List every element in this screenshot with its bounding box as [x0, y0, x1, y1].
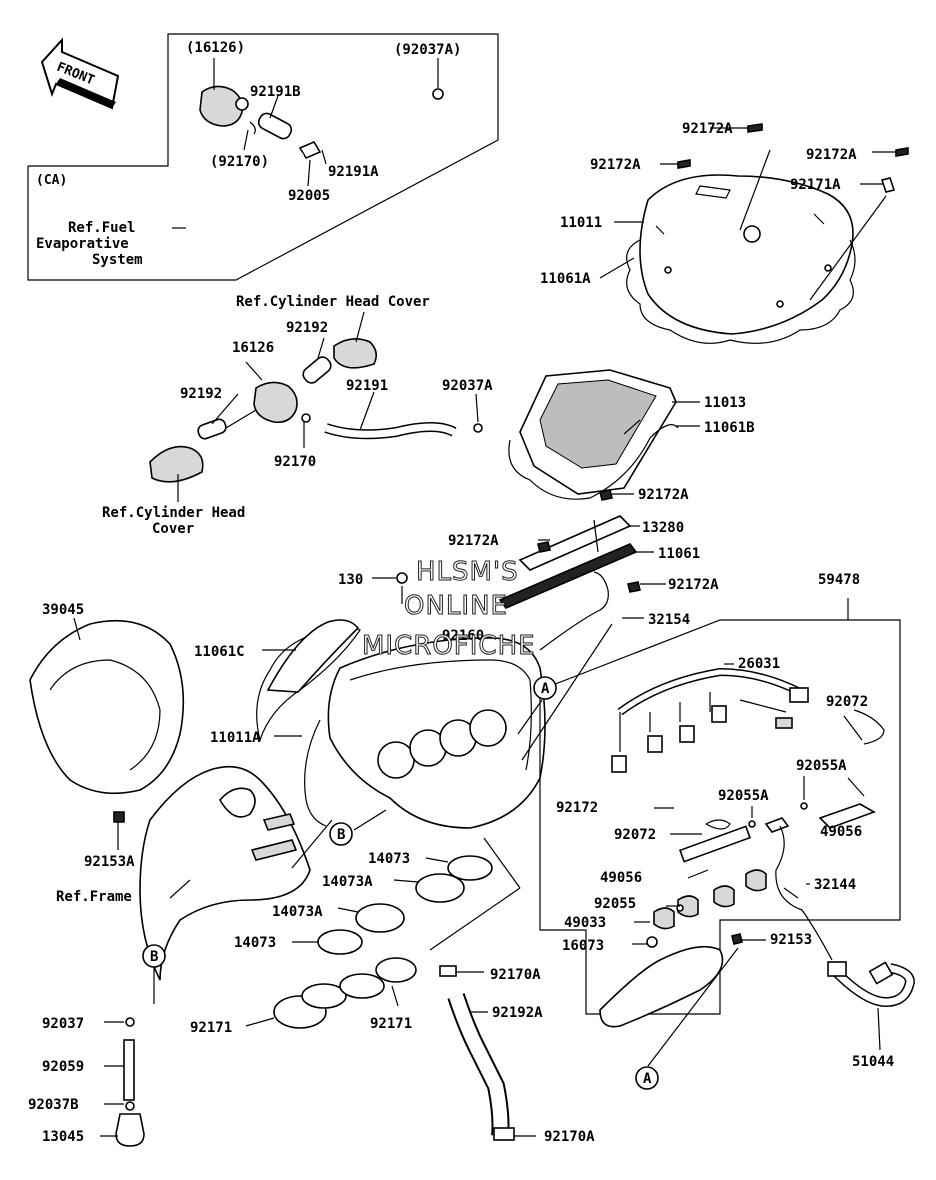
- part-label: 32154: [648, 612, 690, 628]
- screws-top: [599, 123, 909, 301]
- part-label: 32144: [814, 877, 856, 893]
- part-label: 92153: [770, 932, 812, 948]
- ref-fuel-evap-line3: System: [92, 252, 143, 268]
- part-label: 92170A: [490, 967, 541, 983]
- part-label: 92055: [594, 896, 636, 912]
- part-label: 11011: [560, 215, 602, 231]
- callout-a2: A: [635, 1066, 659, 1090]
- part-label: 92170A: [544, 1129, 595, 1145]
- ref-cylinder-head-line1: Ref.Cylinder Head: [102, 505, 245, 521]
- callout-b2-text: B: [150, 949, 158, 965]
- part-label: 130: [338, 572, 363, 588]
- reed-valve-assembly: [149, 311, 483, 502]
- part-label: 92171: [370, 1016, 412, 1032]
- part-label: 92172A: [448, 533, 499, 549]
- callout-b2: B: [142, 944, 166, 968]
- part-label: 92160: [442, 628, 484, 644]
- part-label: 49056: [820, 824, 862, 840]
- part-label: 92192: [286, 320, 328, 336]
- part-label: 92037: [42, 1016, 84, 1032]
- part-label: 92172A: [638, 487, 689, 503]
- part-label: 49056: [600, 870, 642, 886]
- ref-cylinder-head-line2: Cover: [152, 521, 194, 537]
- seal-strips: [372, 489, 666, 651]
- part-label: 11061B: [704, 420, 755, 436]
- part-label: 92191B: [250, 84, 301, 100]
- part-label: 92171A: [790, 177, 841, 193]
- part-label: (92170): [210, 154, 269, 170]
- watermark-line3: MICROFICHE: [362, 631, 536, 661]
- part-label: 92191: [346, 378, 388, 394]
- callout-b1: B: [329, 822, 353, 846]
- drain-hose: [429, 837, 536, 1141]
- ca-label: (CA): [36, 173, 67, 188]
- callout-a2-text: A: [643, 1071, 652, 1087]
- part-label: 16073: [562, 938, 604, 954]
- part-label: 11013: [704, 395, 746, 411]
- ref-cylinder-head-cover-top: Ref.Cylinder Head Cover: [236, 294, 430, 310]
- part-label: 92172A: [668, 577, 719, 593]
- part-label: 92072: [826, 694, 868, 710]
- part-label: 92153A: [84, 854, 135, 870]
- part-label: 13045: [42, 1129, 84, 1145]
- intake-boots: [245, 819, 493, 1029]
- part-label: 92171: [190, 1020, 232, 1036]
- part-label: 11061: [658, 546, 700, 562]
- part-label: 13280: [642, 520, 684, 536]
- part-label: 92072: [614, 827, 656, 843]
- part-label: 11061C: [194, 644, 245, 660]
- callout-b1-text: B: [337, 827, 345, 843]
- part-label: 92172A: [806, 147, 857, 163]
- part-label: 11011A: [210, 730, 261, 746]
- part-label: 26031: [738, 656, 780, 672]
- part-label: 92172: [556, 800, 598, 816]
- callout-a1-text: A: [541, 681, 550, 697]
- part-label: 92059: [42, 1059, 84, 1075]
- part-label: 92037A: [442, 378, 493, 394]
- part-label: (16126): [186, 40, 245, 56]
- part-label: 92172A: [682, 121, 733, 137]
- air-cleaner-cover: [626, 174, 856, 344]
- front-arrow: FRONT: [40, 37, 120, 110]
- part-label: 92191A: [328, 164, 379, 180]
- part-label: 49033: [564, 915, 606, 931]
- ca-valve-assembly: [172, 58, 444, 268]
- part-label: 92192A: [492, 1005, 543, 1021]
- air-filter-element: [508, 369, 700, 500]
- part-label: 92192: [180, 386, 222, 402]
- part-label: 51044: [852, 1054, 894, 1070]
- watermark-line2: ONLINE: [404, 591, 508, 621]
- part-label: 16126: [232, 340, 274, 356]
- callout-lines: [153, 623, 739, 1067]
- part-label: 14073A: [322, 874, 373, 890]
- ref-frame: Ref.Frame: [56, 889, 132, 905]
- ref-fuel-evap-line2: Evaporative: [36, 236, 129, 252]
- part-label: 92055A: [796, 758, 847, 774]
- part-label: 14073: [368, 851, 410, 867]
- fuel-rail-box: [539, 598, 901, 1028]
- part-label: 14073A: [272, 904, 323, 920]
- part-label: 92005: [288, 188, 330, 204]
- part-label: (92037A): [394, 42, 461, 58]
- part-label: 59478: [818, 572, 860, 588]
- watermark: HLSM'S ONLINE MICROFICHE: [362, 557, 536, 662]
- part-label: 39045: [42, 602, 84, 618]
- part-label: 11061A: [540, 271, 591, 287]
- part-label: 92055A: [718, 788, 769, 804]
- callout-a1: A: [533, 676, 557, 700]
- part-label: 92170: [274, 454, 316, 470]
- ca-box: (CA): [27, 33, 499, 281]
- air-cleaner-housing: [256, 619, 546, 829]
- drain-bottle: [100, 1017, 145, 1147]
- ref-fuel-evap-line1: Ref.Fuel: [68, 220, 135, 236]
- watermark-line1: HLSM'S: [416, 557, 519, 587]
- part-label: 92037B: [28, 1097, 79, 1113]
- fuel-hose: [827, 961, 916, 1051]
- frame: [29, 617, 311, 981]
- part-label: 14073: [234, 935, 276, 951]
- part-label: 92172A: [590, 157, 641, 173]
